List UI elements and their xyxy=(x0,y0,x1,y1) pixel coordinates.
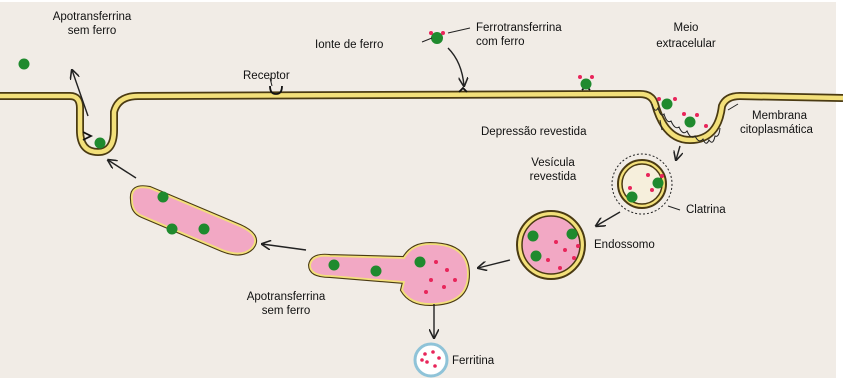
iron-ion xyxy=(704,124,708,128)
pointer-ionte xyxy=(422,38,432,42)
iron-ion xyxy=(628,186,632,190)
label-depressao-revestida: Depressão revestida xyxy=(481,126,587,138)
iron-ion xyxy=(554,240,558,244)
iron-ion xyxy=(695,113,699,117)
transferrin-in-endosome xyxy=(567,229,578,240)
apotransferrin-recycling xyxy=(158,192,169,203)
apotransferrin-in-tubule xyxy=(371,266,382,277)
apotransferrin-recycling xyxy=(167,224,178,235)
membrane-inner-line xyxy=(0,94,843,152)
pointer-ferrotransferrina xyxy=(448,28,470,33)
iron-ion xyxy=(578,75,582,79)
iron-ion xyxy=(682,112,686,116)
label-vesicula-line2: revestida xyxy=(530,171,577,183)
label-apotransferrina-bottom-line1: Apotransferrina xyxy=(247,291,326,303)
apotransferrin-in-tubule xyxy=(415,257,426,268)
label-vesicula-line1: Vesícula xyxy=(531,157,575,169)
apotransferrin-free xyxy=(19,59,30,70)
ferritin xyxy=(415,344,447,376)
iron-ion xyxy=(646,173,650,177)
recycling-vesicle xyxy=(132,187,255,253)
arrow-ferrotransferrin-binding xyxy=(448,48,464,86)
pointer-lines xyxy=(270,28,738,210)
iron-ion xyxy=(441,31,445,35)
recycling-inner-outline xyxy=(132,187,255,253)
label-ferrotransferrina-line1: Ferrotransferrina xyxy=(476,22,562,34)
compartment-inner-outline xyxy=(310,244,468,304)
label-apotransferrina-bottom-line2: sem ferro xyxy=(262,305,311,317)
ferritin-shell xyxy=(415,344,447,376)
apotransferrin-in-pit xyxy=(95,138,106,149)
iron-ion xyxy=(590,75,594,79)
label-ferritina: Ferritina xyxy=(452,355,495,367)
arrow-vesicle-to-endosome xyxy=(596,212,620,226)
label-endossomo: Endossomo xyxy=(594,239,655,251)
label-ionte-de-ferro: Ionte de ferro xyxy=(315,39,383,51)
label-apotransferrina-top-line1: Apotransferrina xyxy=(53,11,132,23)
iron-ion xyxy=(563,248,567,252)
label-clatrina: Clatrina xyxy=(686,204,726,216)
iron-ion xyxy=(660,174,664,178)
transferrin-in-pit xyxy=(685,117,696,128)
arrow-endosome-to-compartment xyxy=(478,260,510,268)
arrow-recycling-to-membrane xyxy=(108,160,136,178)
iron-ion xyxy=(429,31,433,35)
transferrin-in-endosome xyxy=(531,251,542,262)
iron-ion xyxy=(558,266,562,270)
label-ferrotransferrina-line2: com ferro xyxy=(476,36,525,48)
plasma-membrane xyxy=(0,94,843,152)
iron-ion xyxy=(576,244,580,248)
arrow-pit-to-vesicle xyxy=(676,146,680,160)
iron-ion xyxy=(546,258,550,262)
iron-ion xyxy=(650,188,654,192)
coated-vesicle xyxy=(612,154,672,214)
label-receptor: Receptor xyxy=(243,70,290,82)
bound-transferrin xyxy=(581,79,592,90)
label-membrana-line1: Membrana xyxy=(752,110,808,122)
apotransferrin-recycling xyxy=(199,224,210,235)
iron-ion xyxy=(657,97,661,101)
transferrin-in-endosome xyxy=(528,231,539,242)
sorting-compartment xyxy=(310,244,468,304)
iron-ion xyxy=(673,97,677,101)
endosome xyxy=(517,211,585,279)
label-apotransferrina-top-line2: sem ferro xyxy=(68,25,117,37)
pointer-membrana xyxy=(728,104,738,110)
endosome-lumen xyxy=(522,216,580,274)
label-meio-line2: extracelular xyxy=(656,38,716,50)
label-meio-line1: Meio xyxy=(674,22,699,34)
iron-ion xyxy=(572,256,576,260)
transferrin-in-vesicle xyxy=(653,178,664,189)
label-membrana-line2: citoplasmática xyxy=(740,124,813,136)
arrow-compartment-to-recycling xyxy=(262,244,306,250)
transferrin-in-pit xyxy=(662,99,673,110)
pointer-clatrina xyxy=(668,206,680,210)
apotransferrin-in-tubule xyxy=(329,260,340,271)
transferrin-in-vesicle xyxy=(627,192,638,203)
